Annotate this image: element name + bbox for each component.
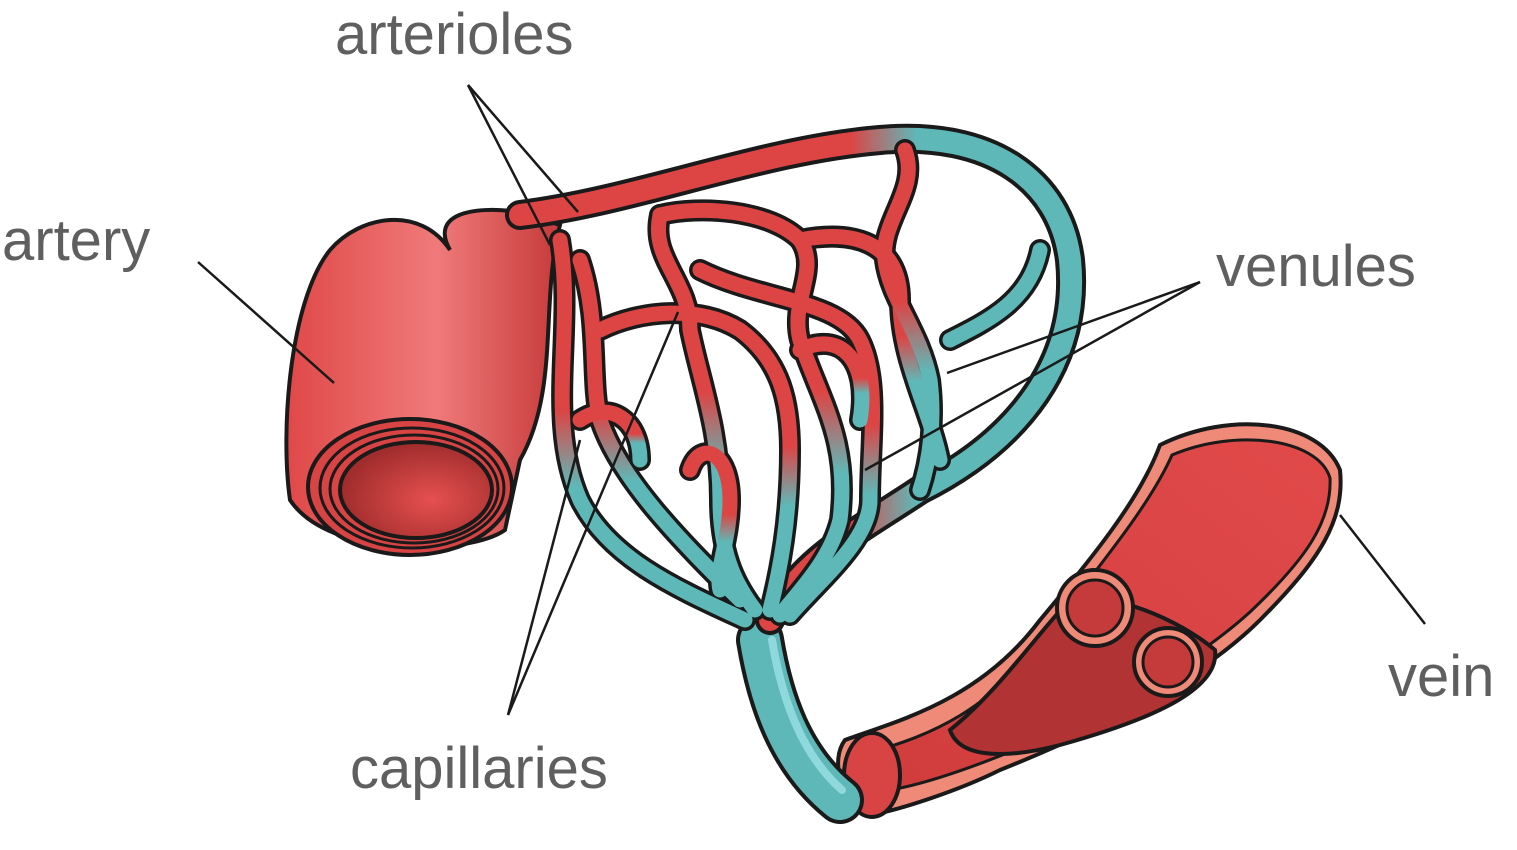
leader-vein <box>1339 514 1426 625</box>
artery-tube <box>284 207 563 557</box>
leader-lines <box>197 84 1426 716</box>
label-capillaries: capillaries <box>350 736 608 801</box>
leader-venules-a <box>946 280 1201 375</box>
leader-arterioles-a <box>466 84 552 246</box>
label-venules: venules <box>1216 234 1416 299</box>
venous-trunk <box>736 616 864 824</box>
vein-tube <box>836 422 1343 819</box>
leader-capillaries-b <box>506 311 680 716</box>
leader-capillaries-a <box>506 439 582 716</box>
outer-loop-vessel <box>505 123 1087 635</box>
capillary-network <box>549 139 1051 631</box>
label-artery: artery <box>2 208 151 273</box>
leader-artery <box>197 261 335 384</box>
label-arterioles: arterioles <box>335 2 574 67</box>
label-vein: vein <box>1388 644 1495 709</box>
leader-arterioles-b <box>467 84 579 213</box>
leader-venules-b <box>864 280 1201 472</box>
